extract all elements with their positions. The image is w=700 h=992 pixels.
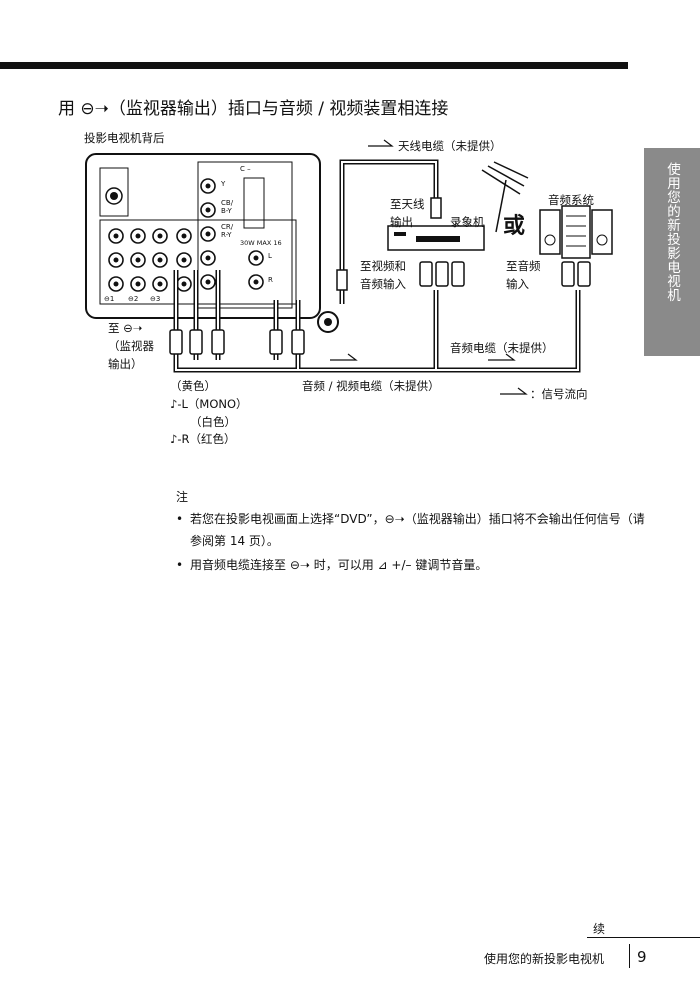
- panel-c-label: C –: [240, 165, 251, 173]
- audio-cable-label: 音频电缆（未提供）: [450, 341, 554, 355]
- rca-plugs-tv: [169, 329, 305, 355]
- to-antenna-out-label: 至天线 输出: [390, 197, 425, 229]
- tv-back-frame: [85, 153, 321, 319]
- page-number: 9: [637, 948, 647, 966]
- antenna-jack: [317, 311, 339, 333]
- section-tab: 使用您的新投影电视机: [644, 148, 700, 356]
- continued-label: 续: [593, 922, 606, 936]
- tv-right-panel: [197, 161, 293, 309]
- note-item: 若您在投影电视画面上选择“DVD”，⊖➝（监视器输出）插口将不会输出任何信号（请…: [176, 508, 646, 552]
- footer-section-title: 使用您的新投影电视机: [484, 952, 605, 966]
- tv-left-module: [99, 167, 129, 217]
- to-audio-in-label: 至音频 输入: [506, 259, 541, 291]
- panel-cb-label: CB/ B-Y: [221, 199, 234, 216]
- notes-heading: 注: [176, 490, 189, 504]
- av-cable-label: 音频 / 视频电缆（未提供）: [302, 379, 440, 393]
- footer-separator: [629, 944, 630, 968]
- speaker-terminal-box: [243, 177, 265, 229]
- panel-r-label: R: [268, 276, 273, 284]
- tv-back-label: 投影电视机背后: [84, 131, 165, 145]
- panel-in2-label: ⊖2: [128, 295, 139, 303]
- audio-system-label: 音频系统: [548, 193, 594, 207]
- vcr-label: 录象机: [450, 215, 485, 229]
- tv-input-panel: [99, 219, 297, 305]
- s-video-jack: [105, 187, 123, 205]
- rca-plugs-vcr: [419, 261, 591, 287]
- top-rule: [0, 62, 628, 69]
- page-title: 用 ⊖➝（监视器输出）插口与音频 / 视频装置相连接: [58, 99, 449, 119]
- continued-rule: [587, 937, 700, 938]
- section-tab-label: 使用您的新投影电视机: [664, 162, 680, 302]
- notes-list: 若您在投影电视画面上选择“DVD”，⊖➝（监视器输出）插口将不会输出任何信号（请…: [176, 508, 646, 578]
- note-item: 用音频电缆连接至 ⊖➝ 时，可以用 ⊿ +/– 键调节音量。: [176, 554, 646, 576]
- panel-cr-label: CR/ R-Y: [221, 223, 234, 240]
- or-label: 或: [503, 214, 526, 239]
- audio-system-icon: [539, 205, 613, 259]
- signal-flow-label: ：信号流向: [530, 387, 588, 401]
- panel-power-label: 30W MAX 16: [240, 239, 282, 247]
- to-video-audio-in-label: 至视频和 音频输入: [360, 259, 406, 291]
- panel-y-label: Y: [221, 180, 226, 188]
- panel-l-label: L: [268, 252, 272, 260]
- antenna-cable-label: 天线电缆（未提供）: [398, 139, 502, 153]
- cable-color-legend: （黄色） ♪-L（MONO） （白色） ♪-R（红色）: [170, 379, 248, 447]
- panel-in1-label: ⊖1: [104, 295, 115, 303]
- input-jack-grid: [108, 178, 264, 292]
- to-monitor-out-label: 至 ⊖➝ （监视器 输出）: [108, 321, 154, 371]
- panel-in3-label: ⊖3: [150, 295, 161, 303]
